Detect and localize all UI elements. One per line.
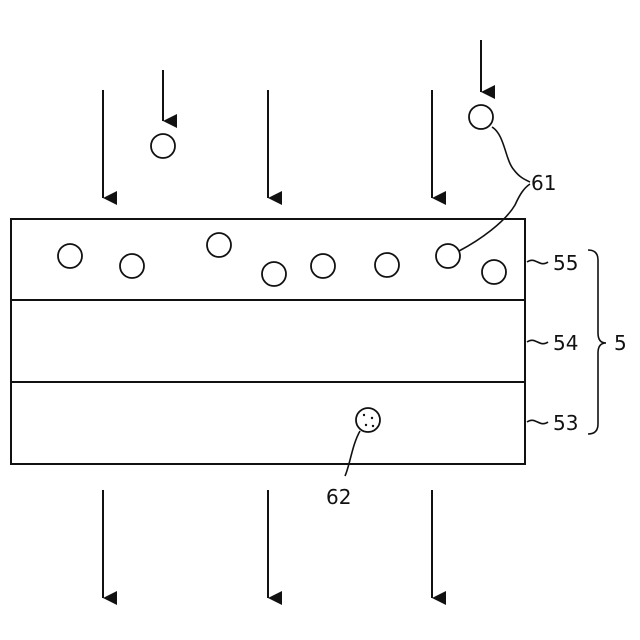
captured-particle	[482, 260, 506, 284]
falling-particle	[151, 134, 175, 158]
label-5: 5	[614, 331, 627, 355]
layer-54	[11, 300, 525, 382]
captured-particle	[311, 254, 335, 278]
captured-particle	[207, 233, 231, 257]
particle-dot	[371, 417, 373, 419]
label-55: 55	[553, 251, 578, 275]
particle-dot	[372, 425, 374, 427]
reference-labels: 61 62 55 54 53 5	[326, 171, 627, 509]
assembly-brace	[588, 250, 606, 434]
outgoing-flow-arrows	[103, 490, 432, 598]
dotted-particle	[356, 408, 380, 432]
label-61: 61	[531, 171, 556, 195]
falling-particle	[469, 105, 493, 129]
label-62: 62	[326, 485, 351, 509]
leader-lines	[345, 127, 548, 476]
particle-dot	[363, 414, 365, 416]
leader-54	[527, 340, 548, 343]
particle-fall-arrows	[163, 40, 481, 121]
falling-particles	[151, 105, 493, 158]
leader-62	[345, 431, 360, 476]
leader-61-lower	[459, 184, 530, 251]
label-54: 54	[553, 331, 578, 355]
captured-particle	[375, 253, 399, 277]
captured-particle	[262, 262, 286, 286]
layer-55	[11, 219, 525, 300]
captured-particles	[58, 233, 506, 286]
captured-particle	[58, 244, 82, 268]
label-53: 53	[553, 411, 578, 435]
dotted-particle-62	[356, 408, 380, 432]
particle-dot	[365, 424, 367, 426]
leader-61-upper	[492, 127, 530, 182]
captured-particle	[120, 254, 144, 278]
captured-particle	[436, 244, 460, 268]
layered-body	[11, 219, 525, 464]
leader-53	[527, 420, 548, 423]
incoming-flow-arrows	[103, 90, 432, 198]
layer-53	[11, 382, 525, 464]
leader-55	[527, 260, 548, 263]
